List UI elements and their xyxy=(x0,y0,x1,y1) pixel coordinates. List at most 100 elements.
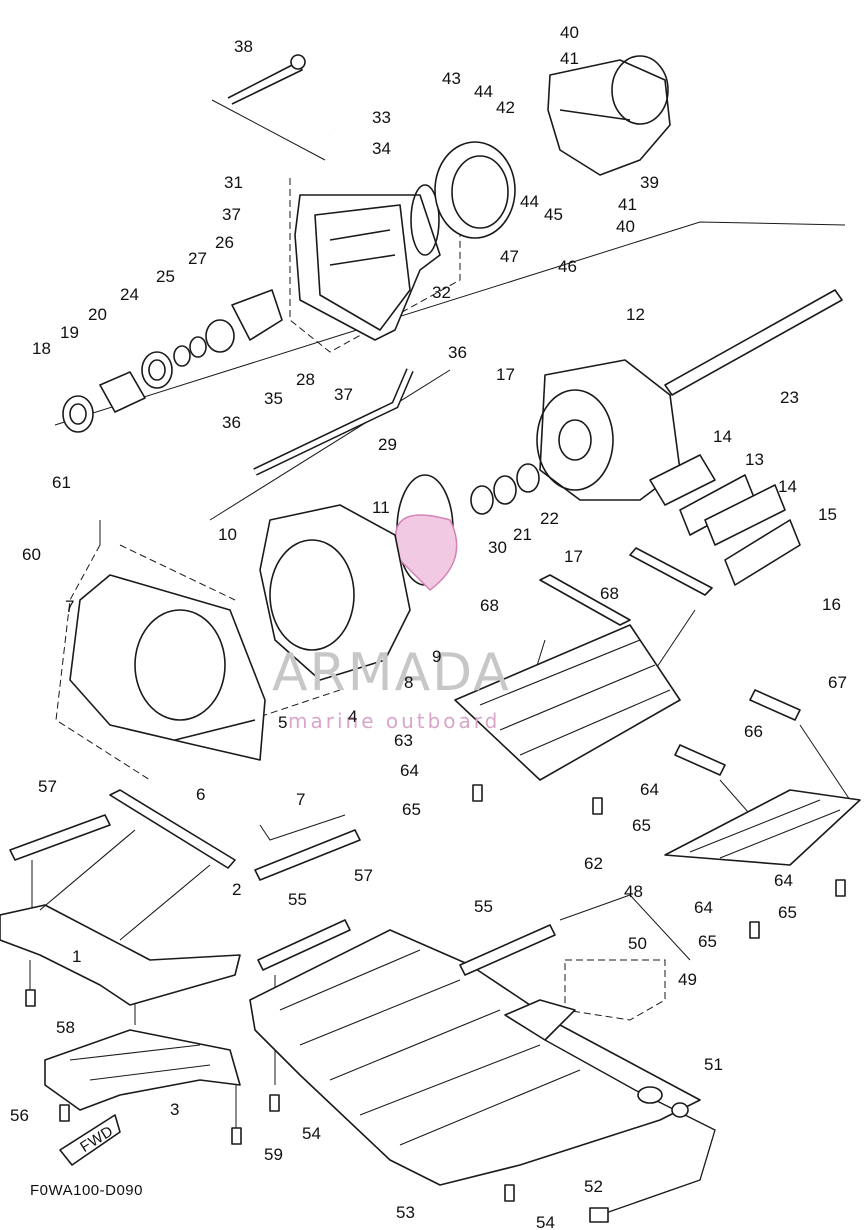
callout: 57 xyxy=(354,866,373,885)
ride-plates-62-63 xyxy=(454,624,861,866)
callouts: 1 2 3 4 5 6 7 7 8 9 10 11 12 13 14 14 15… xyxy=(10,23,847,1230)
callout: 18 xyxy=(32,339,51,358)
callout: 64 xyxy=(400,761,419,780)
callout: 1 xyxy=(72,947,81,966)
callout: 9 xyxy=(432,647,441,666)
callout: 50 xyxy=(628,934,647,953)
seal-parts-18-28 xyxy=(62,289,283,433)
pump-housing-8 xyxy=(259,504,411,681)
callout: 68 xyxy=(600,584,619,603)
callout: 65 xyxy=(778,903,797,922)
callout: 64 xyxy=(774,871,793,890)
callout: 22 xyxy=(540,509,559,528)
callout: 20 xyxy=(88,305,107,324)
callout: 59 xyxy=(264,1145,283,1164)
callout: 17 xyxy=(564,547,583,566)
callout: 36 xyxy=(222,413,241,432)
callout: 26 xyxy=(215,233,234,252)
callout: 57 xyxy=(38,777,57,796)
callout: 11 xyxy=(372,498,390,517)
callout: 31 xyxy=(224,173,243,192)
callout: 17 xyxy=(496,365,515,384)
fwd-arrow xyxy=(59,1114,121,1166)
callout: 7 xyxy=(65,597,74,616)
callout: 27 xyxy=(188,249,207,268)
callout: 40 xyxy=(616,217,635,236)
bolt-38 xyxy=(227,54,306,105)
bracket-3 xyxy=(44,1029,241,1111)
callout: 8 xyxy=(404,673,413,692)
callout: 36 xyxy=(448,343,467,362)
impeller-29 xyxy=(394,474,458,591)
strip-2 xyxy=(109,789,236,869)
callout: 13 xyxy=(745,450,764,469)
callout: 53 xyxy=(396,1203,415,1222)
callout: 45 xyxy=(544,205,563,224)
plate-4 xyxy=(69,574,266,761)
callout: 32 xyxy=(432,283,451,302)
callout: 55 xyxy=(474,897,493,916)
callout: 58 xyxy=(56,1018,75,1037)
callout: 38 xyxy=(234,37,253,56)
watermark: ARMADA marine outboard xyxy=(272,643,511,733)
callout: 43 xyxy=(442,69,461,88)
callout: 15 xyxy=(818,505,837,524)
callout: 44 xyxy=(520,192,539,211)
callout: 63 xyxy=(394,731,413,750)
callout: 6 xyxy=(196,785,205,804)
drive-shaft-23 xyxy=(664,289,843,396)
watermark-brand: ARMADA xyxy=(272,643,511,703)
callout: 4 xyxy=(348,707,357,726)
callout: 24 xyxy=(120,285,139,304)
callout: 65 xyxy=(632,816,651,835)
drawing-code: F0WA100-D090 xyxy=(30,1182,143,1199)
callout: 60 xyxy=(22,545,41,564)
callout: 39 xyxy=(640,173,659,192)
callout: 51 xyxy=(704,1055,723,1074)
callout: 14 xyxy=(778,477,797,496)
callout: 2 xyxy=(232,880,241,899)
impeller-housing-12 xyxy=(536,359,681,501)
callout: 64 xyxy=(640,780,659,799)
hull-plate-53 xyxy=(249,929,701,1186)
callout: 49 xyxy=(678,970,697,989)
brackets-57-68 xyxy=(9,547,801,881)
hose-33 xyxy=(328,7,433,136)
callout: 10 xyxy=(218,525,237,544)
bolts-lower xyxy=(25,784,846,1202)
callout: 33 xyxy=(372,108,391,127)
callout: 29 xyxy=(378,435,397,454)
callout: 19 xyxy=(60,323,79,342)
callout: 30 xyxy=(488,538,507,557)
callout: 55 xyxy=(288,890,307,909)
rings-21-30 xyxy=(470,463,540,515)
callout: 44 xyxy=(474,82,493,101)
callout: 68 xyxy=(480,596,499,615)
plates-13-15 xyxy=(649,454,801,586)
callout: 40 xyxy=(560,23,579,42)
callout: 3 xyxy=(170,1100,179,1119)
callout: 21 xyxy=(513,525,532,544)
callout: 41 xyxy=(618,195,637,214)
callout: 35 xyxy=(264,389,283,408)
callout: 5 xyxy=(278,713,287,732)
callout: 48 xyxy=(624,882,643,901)
hose-35 xyxy=(253,368,414,476)
ring-42 xyxy=(434,141,516,239)
callout: 65 xyxy=(402,800,421,819)
callout: 56 xyxy=(10,1106,29,1125)
callout: 34 xyxy=(372,139,391,158)
callout: 65 xyxy=(698,932,717,951)
callout: 23 xyxy=(780,388,799,407)
callout: 37 xyxy=(334,385,353,404)
callout: 54 xyxy=(536,1213,555,1230)
callout: 25 xyxy=(156,267,175,286)
nozzle-39 xyxy=(547,55,671,176)
bracket-1 xyxy=(0,829,241,1006)
callout: 42 xyxy=(496,98,515,117)
callout: 12 xyxy=(626,305,645,324)
callout: 54 xyxy=(302,1124,321,1143)
callout: 61 xyxy=(52,473,71,492)
callout: 14 xyxy=(713,427,732,446)
